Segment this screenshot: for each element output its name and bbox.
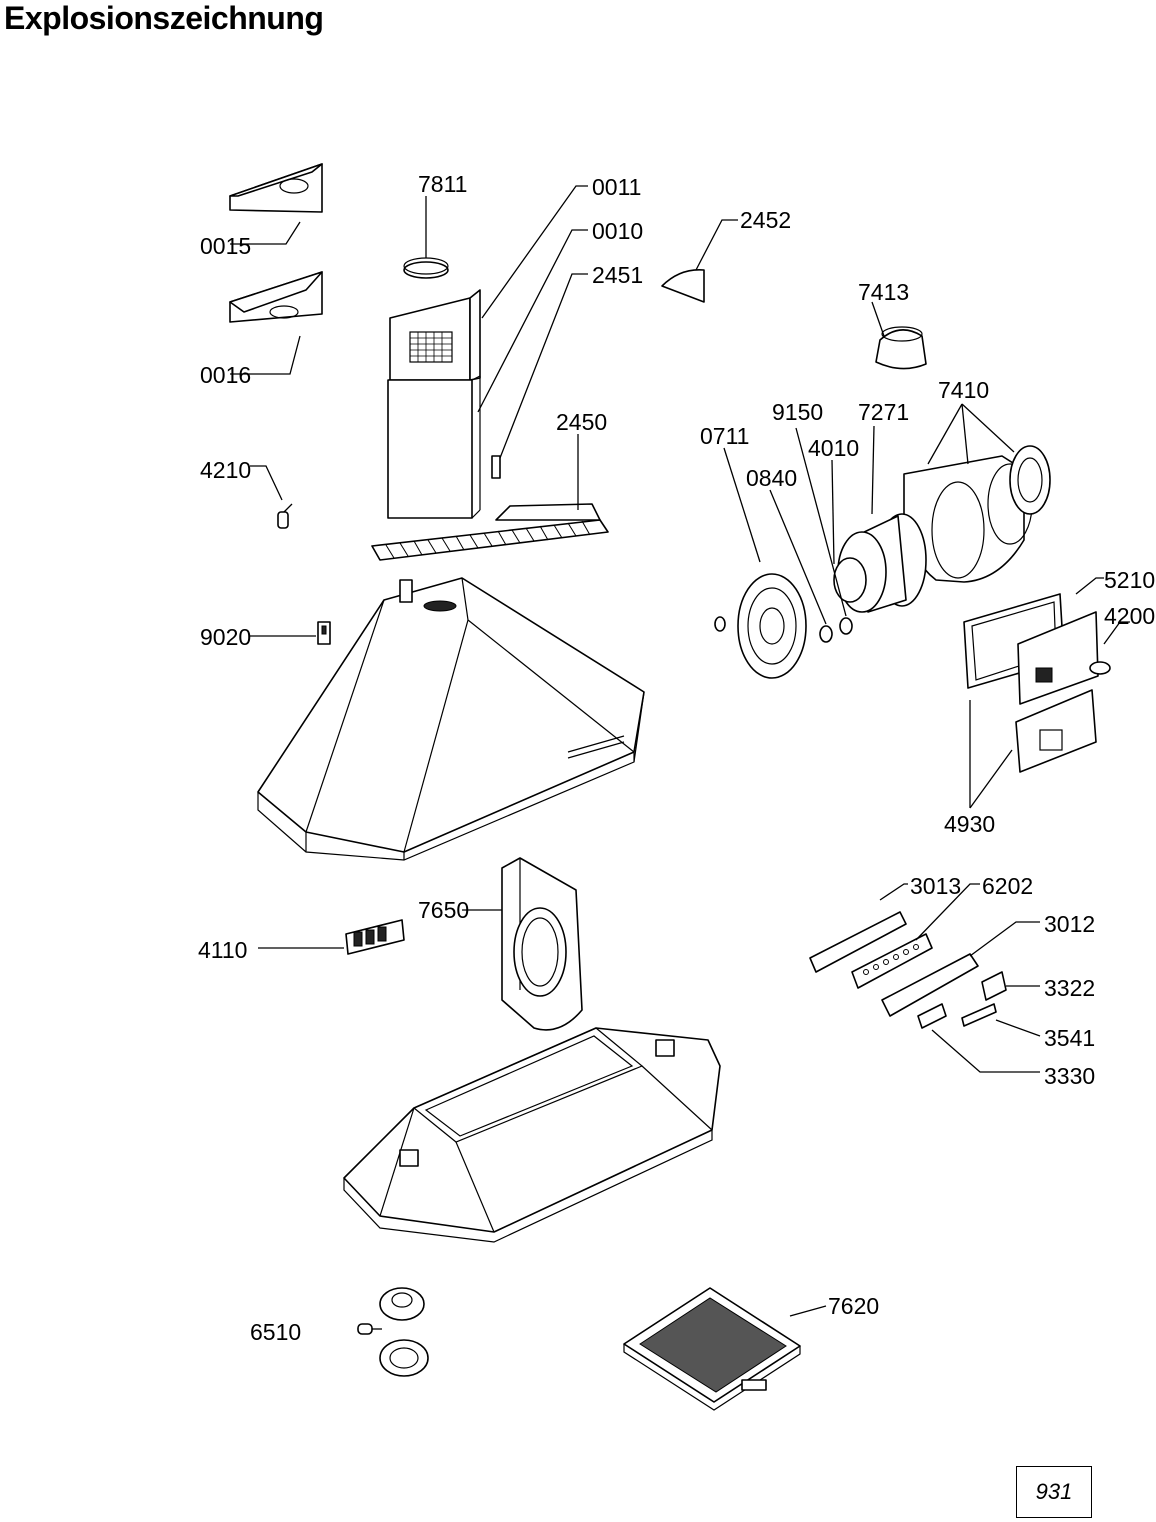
main-hood-drawing (257, 577, 645, 861)
label-0011: 0011 (592, 174, 641, 200)
label-3541: 3541 (1044, 1025, 1095, 1051)
label-7413: 7413 (858, 279, 909, 305)
label-7650: 7650 (418, 897, 469, 923)
label-4010: 4010 (808, 435, 859, 461)
part-4110-drawing (258, 919, 405, 955)
label-0016: 0016 (200, 362, 251, 388)
label-0840: 0840 (746, 465, 797, 491)
label-0015: 0015 (200, 233, 251, 259)
label-3012: 3012 (1044, 911, 1095, 937)
part-7410-drawing (903, 403, 1051, 583)
label-3330: 3330 (1044, 1063, 1095, 1089)
page-number: 931 (1016, 1466, 1092, 1518)
part-6510-drawing (357, 1287, 429, 1377)
label-2450: 2450 (556, 409, 607, 435)
label-2451: 2451 (592, 262, 643, 288)
label-0711: 0711 (700, 423, 749, 449)
part-0711-drawing (714, 427, 853, 679)
label-9150: 9150 (772, 399, 823, 425)
controls-drawing (809, 883, 1041, 1073)
part-9020-drawing (250, 621, 331, 645)
part-7413-drawing (871, 301, 927, 370)
part-4930-drawing (963, 577, 1130, 809)
label-4200: 4200 (1104, 603, 1155, 629)
label-3322: 3322 (1044, 975, 1095, 1001)
label-6202: 6202 (982, 873, 1033, 899)
label-4930: 4930 (944, 811, 995, 837)
label-6510: 6510 (250, 1319, 301, 1345)
part-7620-drawing (623, 1287, 827, 1411)
label-7410: 7410 (938, 377, 989, 403)
label-0010: 0010 (592, 218, 643, 244)
lower-canopy-drawing (343, 1027, 721, 1243)
chimney-duct-drawing (387, 185, 588, 519)
label-9020: 9020 (200, 624, 251, 650)
label-7811: 7811 (418, 171, 467, 197)
label-3013: 3013 (910, 873, 961, 899)
label-4110: 4110 (198, 937, 247, 963)
page-title: Explosionszeichnung (4, 0, 324, 36)
label-5210: 5210 (1104, 567, 1155, 593)
part-2450-drawing (371, 434, 609, 561)
label-2452: 2452 (740, 207, 791, 233)
label-7620: 7620 (828, 1293, 879, 1319)
part-0015-drawing (229, 163, 323, 245)
label-7271: 7271 (858, 399, 909, 425)
part-7271-drawing (831, 425, 927, 613)
part-7650-drawing (462, 857, 583, 1031)
part-2452-drawing (661, 219, 738, 303)
part-4210-drawing (250, 465, 293, 529)
part-0016-drawing (229, 271, 323, 375)
label-4210: 4210 (200, 457, 251, 483)
